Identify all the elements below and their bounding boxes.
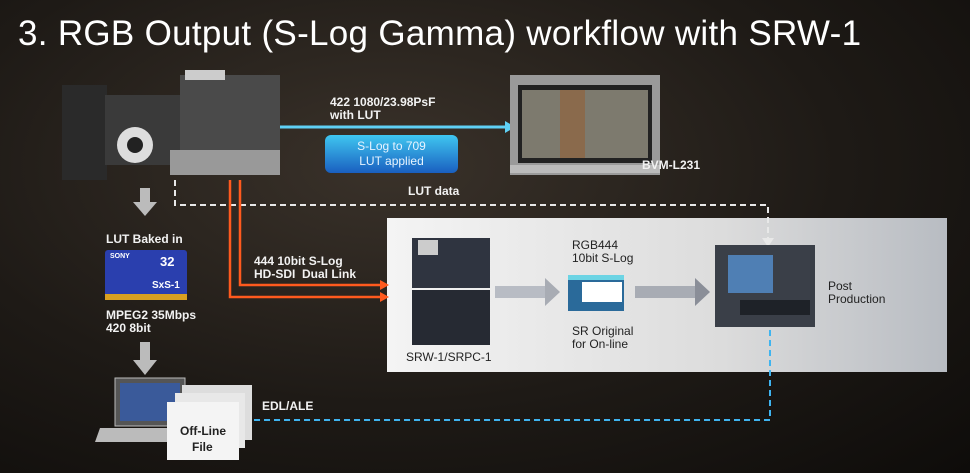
lut-data-label: LUT data	[408, 184, 460, 198]
edl-label: EDL/ALE	[262, 399, 314, 413]
sr-tape-icon	[568, 275, 624, 311]
slide-title: 3. RGB Output (S-Log Gamma) workflow wit…	[18, 14, 862, 53]
lut-baked-label: LUT Baked in	[106, 232, 183, 246]
lut-box-line1: S-Log to 709	[357, 139, 426, 153]
srw-label: SRW-1/SRPC-1	[406, 350, 492, 364]
post-label-2: Production	[828, 292, 886, 306]
sr-original-label: SR Original	[572, 324, 634, 338]
sxs-card-icon	[105, 250, 187, 300]
rgb-label: RGB444	[572, 238, 619, 252]
sr-original-label-2: for On-line	[572, 337, 629, 351]
post-production-icon	[715, 245, 815, 327]
card-brand: SONY	[110, 253, 130, 260]
post-label: Post	[828, 279, 853, 293]
monitor-label: BVM-L231	[642, 158, 701, 172]
hd-output-label: 422 1080/23.98PsF	[330, 95, 436, 109]
lut-applied-box: S-Log to 709 LUT applied	[325, 135, 458, 173]
camera-icon	[62, 70, 280, 180]
srw-deck-icon	[412, 238, 490, 345]
lut-box-line2: LUT applied	[359, 154, 424, 168]
mpeg-label: MPEG2 35Mbps	[106, 308, 197, 322]
monitor-icon	[510, 75, 660, 175]
card-name: SxS-1	[152, 280, 180, 291]
card-size: 32	[160, 254, 175, 269]
offline-file-icon	[167, 385, 252, 460]
rgb-label-2: 10bit S-Log	[572, 251, 634, 265]
offline-label-2: File	[192, 440, 213, 454]
dual-link-label: 444 10bit S-Log	[254, 254, 343, 268]
offline-label: Off-Line	[180, 424, 226, 438]
hd-output-label-2: with LUT	[330, 108, 381, 122]
mpeg-label-2: 420 8bit	[106, 321, 151, 335]
dual-link-label-2: HD-SDI Dual Link	[254, 267, 357, 281]
